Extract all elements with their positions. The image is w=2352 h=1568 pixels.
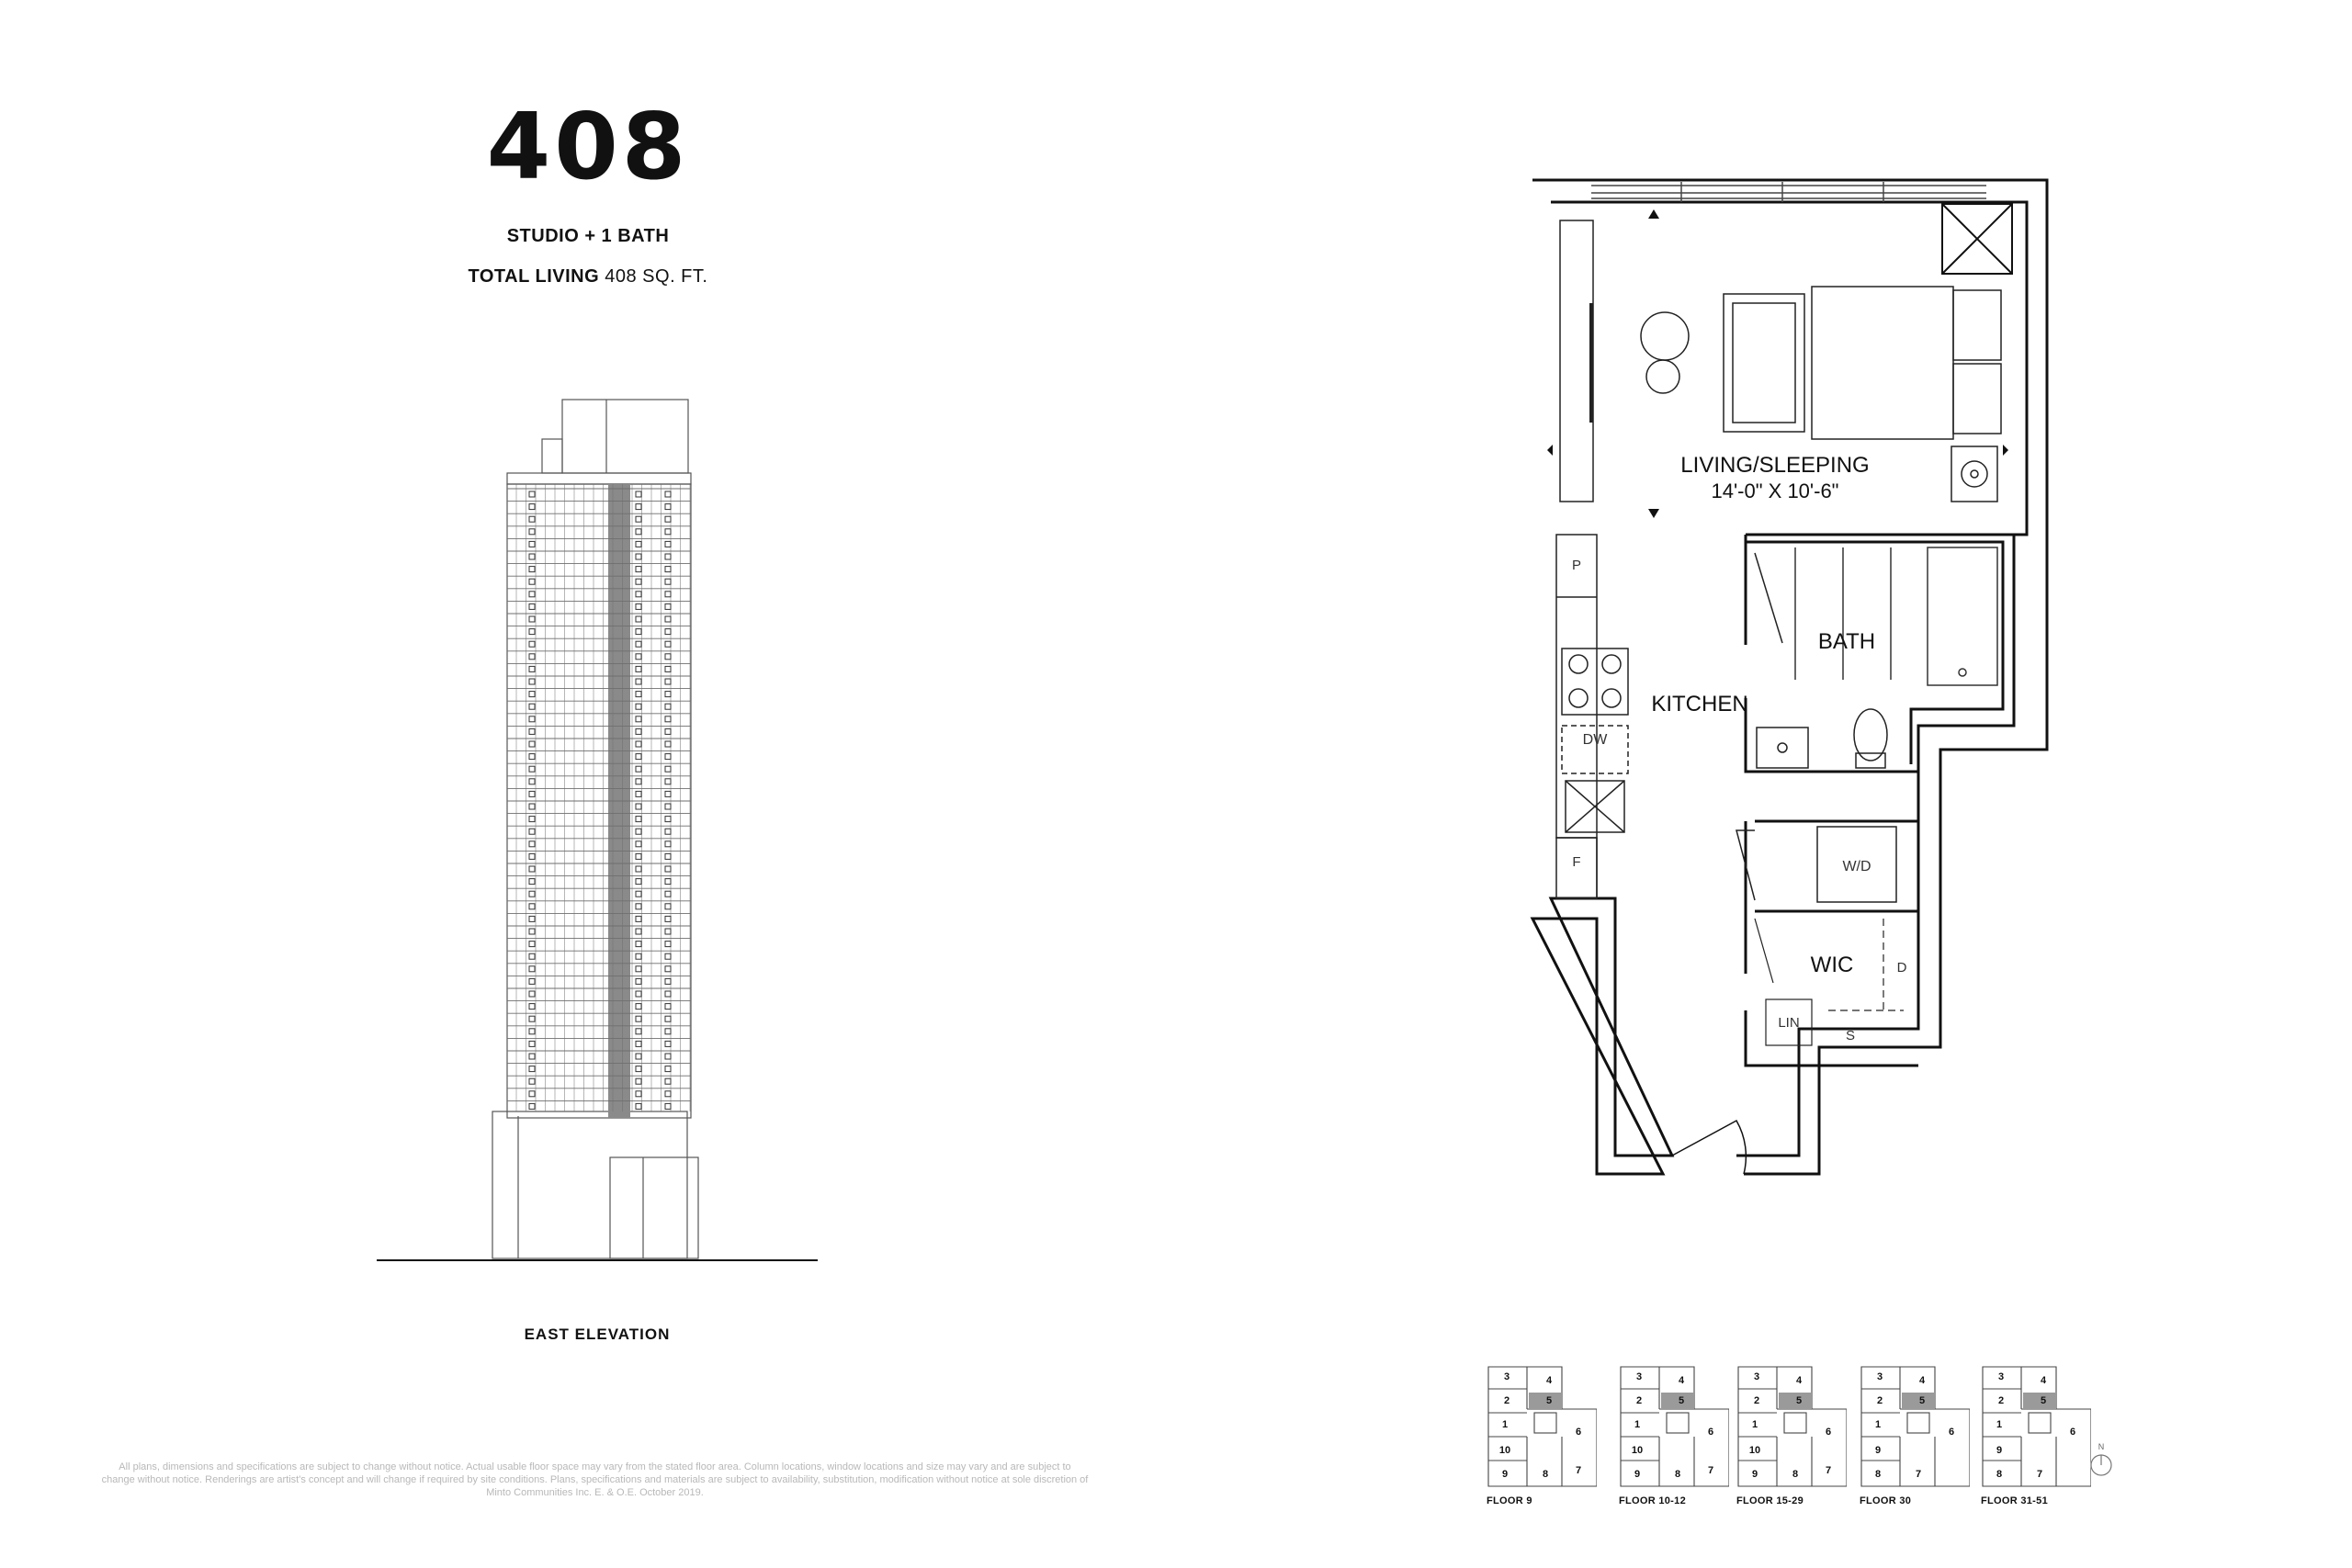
linen-label: LIN	[1778, 1015, 1799, 1031]
key-plan-unit-number: 2	[1636, 1395, 1642, 1406]
north-arrow-icon: N	[2090, 1442, 2112, 1476]
key-plan-unit-number: 4	[1679, 1375, 1685, 1386]
key-plan-unit-number: 8	[1792, 1469, 1798, 1480]
key-plan-unit-number: 1	[1502, 1419, 1508, 1430]
key-plan-unit-number: 5	[1796, 1395, 1802, 1406]
bath-label: BATH	[1818, 629, 1875, 654]
key-plan-unit-number: 2	[1998, 1395, 2004, 1406]
key-plan-unit-number: 9	[1875, 1445, 1881, 1456]
key-plan-unit-number: 6	[2070, 1427, 2075, 1438]
key-plan-unit-number: 1	[1875, 1419, 1881, 1430]
total-living-label: TOTAL LIVING	[468, 266, 600, 287]
key-plan-unit-number: 3	[1877, 1371, 1883, 1382]
key-plan-5: 3 4 2 5 1 6 9 8 7	[1982, 1366, 2091, 1487]
key-plan-unit-number: 1	[1634, 1419, 1640, 1430]
unit-type: STUDIO + 1 BATH	[506, 226, 670, 246]
kitchen-label: KITCHEN	[1651, 692, 1747, 716]
key-plan-unit-number: 6	[1949, 1427, 1954, 1438]
key-plan-unit-number: 9	[1502, 1469, 1508, 1480]
key-plan-label: FLOOR 31-51	[1981, 1495, 2048, 1506]
north-label: N	[2098, 1442, 2105, 1451]
key-plan-unit-number: 9	[1752, 1469, 1758, 1480]
key-plan-unit-number: 9	[1634, 1469, 1640, 1480]
key-plan-label: FLOOR 9	[1487, 1495, 1532, 1506]
key-plan-1: 3 4 2 5 1 6 10 9 8 7	[1487, 1366, 1597, 1487]
key-plan-unit-number: 8	[1996, 1469, 2002, 1480]
dresser-label: D	[1897, 960, 1907, 976]
key-plan-unit-number: 2	[1877, 1395, 1883, 1406]
key-plan-unit-number: 5	[2041, 1395, 2046, 1406]
dishwasher-label: DW	[1583, 732, 1609, 748]
key-plan-unit-number: 4	[1546, 1375, 1553, 1386]
key-plan-unit-number: 10	[1632, 1445, 1643, 1456]
fridge-label: F	[1572, 854, 1580, 870]
key-plan-unit-number: 8	[1543, 1469, 1548, 1480]
key-plan-unit-number: 9	[1996, 1445, 2002, 1456]
key-plan-unit-number: 10	[1749, 1445, 1760, 1456]
living-room-label: LIVING/SLEEPING	[1680, 453, 1869, 478]
key-plan-unit-number: 7	[2037, 1469, 2042, 1480]
key-plan-unit-number: 1	[1752, 1419, 1758, 1430]
key-plan-2: 3 4 2 5 1 6 10 9 8 7	[1620, 1366, 1729, 1487]
key-plan-unit-number: 2	[1504, 1395, 1510, 1406]
key-plan-unit-number: 4	[1796, 1375, 1803, 1386]
key-plan-unit-number: 4	[2041, 1375, 2047, 1386]
total-living: TOTAL LIVING 408 SQ. FT.	[386, 266, 790, 288]
key-plan-unit-number: 5	[1919, 1395, 1925, 1406]
key-plan-unit-number: 1	[1996, 1419, 2002, 1430]
key-plan-unit-number: 2	[1754, 1395, 1759, 1406]
floor-plan-drawing: LIVING/SLEEPING 14'-0" X 10'-6" BATH KIT…	[1530, 178, 2049, 1176]
key-plan-unit-number: 8	[1875, 1469, 1881, 1480]
key-plan-3: 3 4 2 5 1 6 10 9 8 7	[1737, 1366, 1847, 1487]
legal-disclaimer: All plans, dimensions and specifications…	[101, 1461, 1089, 1498]
unit-number: 408	[486, 93, 690, 200]
wd-label: W/D	[1842, 859, 1871, 874]
key-plan-unit-number: 6	[1576, 1427, 1581, 1438]
elevation-label: EAST ELEVATION	[524, 1325, 671, 1343]
living-room-dims: 14'-0" X 10'-6"	[1712, 479, 1839, 502]
key-plan-unit-number: 7	[1576, 1465, 1581, 1476]
key-plan-unit-number: 7	[1708, 1465, 1713, 1476]
key-plan-unit-number: 8	[1675, 1469, 1680, 1480]
pantry-label: P	[1572, 558, 1581, 573]
total-living-value: 408 SQ. FT.	[605, 266, 708, 287]
key-plan-unit-number: 10	[1499, 1445, 1510, 1456]
key-plan-unit-number: 6	[1708, 1427, 1713, 1438]
key-plan-unit-number: 3	[1754, 1371, 1759, 1382]
key-plan-4: 3 4 2 5 1 6 9 8 7	[1860, 1366, 1970, 1487]
key-plan-label: FLOOR 30	[1860, 1495, 1912, 1506]
wic-label: WIC	[1811, 953, 1854, 977]
shelf-label: S	[1846, 1028, 1855, 1043]
key-plan-unit-number: 3	[1504, 1371, 1510, 1382]
key-plan-unit-number: 3	[1998, 1371, 2004, 1382]
key-plan-unit-number: 3	[1636, 1371, 1642, 1382]
key-plan-label: FLOOR 15-29	[1736, 1495, 1804, 1506]
key-plan-unit-number: 7	[1916, 1469, 1921, 1480]
key-plan-label: FLOOR 10-12	[1619, 1495, 1686, 1506]
key-plan-unit-number: 7	[1826, 1465, 1831, 1476]
key-plan-unit-number: 5	[1679, 1395, 1684, 1406]
east-elevation-drawing	[377, 399, 818, 1261]
key-plan-unit-number: 6	[1826, 1427, 1831, 1438]
key-plan-unit-number: 5	[1546, 1395, 1552, 1406]
key-plan-unit-number: 4	[1919, 1375, 1926, 1386]
